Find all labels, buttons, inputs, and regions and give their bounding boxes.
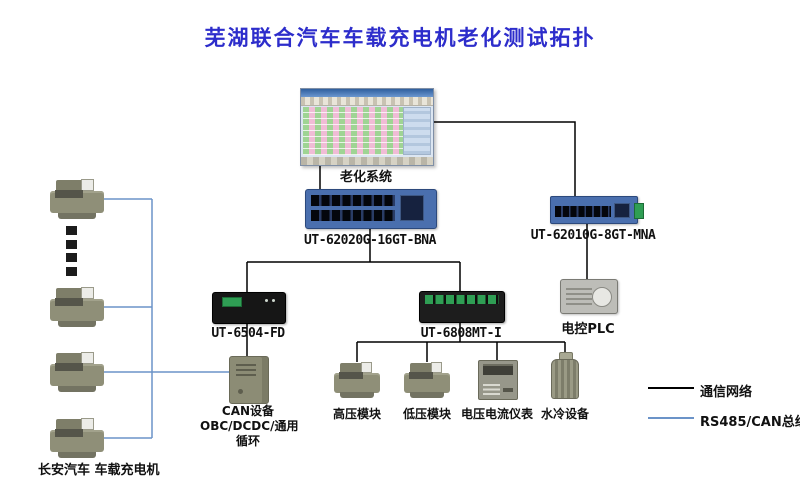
ellipsis-dot — [66, 239, 77, 249]
switch-16port-label: UT-62020G-16GT-BNA — [304, 233, 436, 248]
io-terminal-strip — [425, 295, 499, 304]
aging-system-screenshot — [300, 88, 434, 166]
sfp-ports — [400, 195, 424, 221]
printer-tray — [57, 451, 97, 458]
hv-module-label: 高压模块 — [332, 407, 381, 421]
printer-slot — [338, 372, 363, 380]
monitor-side-panel — [403, 107, 431, 155]
ethernet-port-row — [311, 210, 395, 221]
plc-device — [560, 279, 618, 314]
can-converter-label: UT-6504-FD — [211, 326, 285, 341]
wire-monitor-to-switch8 — [432, 121, 576, 196]
monitor-titlebar — [301, 89, 433, 97]
lv-module-icon — [404, 362, 450, 398]
charger-printer-icon — [50, 179, 104, 219]
ellipsis-dot — [66, 253, 77, 263]
can-device-label-line1: CAN设备 — [221, 404, 275, 418]
printer-tray — [57, 385, 97, 392]
ethernet-port-row — [555, 206, 611, 217]
printer-slot — [55, 363, 84, 372]
printer-tray — [57, 212, 97, 219]
wire-charger-bus — [104, 198, 229, 439]
cooling-body — [551, 359, 579, 399]
status-led — [265, 299, 268, 302]
printer-slot — [55, 190, 84, 199]
lv-module-label: 低压模块 — [402, 407, 451, 421]
printer-paper — [81, 179, 95, 191]
page-title: 芜湖联合汽车车载充电机老化测试拓扑 — [204, 26, 596, 50]
tower-vents — [236, 363, 256, 376]
switch-8port-label: UT-62010G-8GT-MNA — [530, 228, 656, 243]
meter-label: 电压电流仪表 — [460, 407, 533, 421]
printer-paper — [81, 352, 95, 364]
chargers-label: 长安汽车 车载充电机 — [38, 463, 160, 478]
printer-lid — [339, 362, 364, 374]
can-device-label-line2: OBC/DCDC/通用 — [200, 419, 299, 433]
printer-tray — [410, 392, 444, 398]
meter-device — [478, 360, 518, 400]
printer-paper — [430, 362, 442, 373]
legend-bus-label: RS485/CAN总线 — [700, 415, 800, 430]
status-led — [272, 299, 275, 302]
io-module-device — [419, 291, 505, 323]
monitor-toolbar — [301, 97, 433, 106]
printer-lid — [56, 179, 85, 192]
meter-keypad — [483, 382, 500, 395]
printer-lid — [56, 352, 85, 365]
charger-printer-icon — [50, 418, 104, 458]
charger-printer-icon — [50, 352, 104, 392]
legend-comm-label: 通信网络 — [700, 385, 753, 400]
ethernet-port-row — [311, 195, 395, 206]
printer-tray — [340, 392, 374, 398]
can-device-label: CAN设备 OBC/DCDC/通用 循环 — [200, 404, 299, 449]
printer-slot — [55, 429, 84, 438]
printer-slot — [408, 372, 433, 380]
sfp-ports — [614, 203, 630, 218]
switch-8port-device — [550, 196, 644, 224]
meter-slot — [503, 388, 513, 392]
printer-lid — [56, 287, 85, 300]
plc-label: 电控PLC — [561, 322, 615, 337]
plc-vents — [566, 287, 592, 305]
can-device-tower — [229, 356, 269, 404]
meter-screen — [483, 364, 513, 375]
printer-paper — [360, 362, 372, 373]
switch-16port-device — [305, 189, 437, 229]
ellipsis-dot — [66, 226, 77, 235]
more-devices-ellipsis — [66, 226, 78, 276]
monitor-channel-grid — [303, 107, 403, 155]
cooling-device — [551, 352, 579, 399]
charger-printer-icon — [50, 287, 104, 327]
printer-slot — [55, 298, 84, 307]
cooling-label: 水冷设备 — [540, 407, 589, 421]
printer-paper — [81, 287, 95, 299]
can-converter-device — [212, 292, 286, 324]
aging-system-label: 老化系统 — [339, 170, 392, 185]
printer-tray — [57, 320, 97, 327]
can-terminal — [222, 297, 242, 307]
io-module-label: UT-6808MT-I — [420, 326, 502, 341]
power-terminal — [634, 203, 644, 219]
tower-button — [238, 389, 243, 394]
plc-dial — [592, 287, 612, 307]
printer-lid — [409, 362, 434, 374]
monitor-status-bar — [301, 157, 433, 165]
printer-paper — [81, 418, 95, 430]
ellipsis-dot — [66, 266, 77, 276]
can-device-label-line3: 循环 — [235, 434, 260, 448]
printer-lid — [56, 418, 85, 431]
hv-module-icon — [334, 362, 380, 398]
